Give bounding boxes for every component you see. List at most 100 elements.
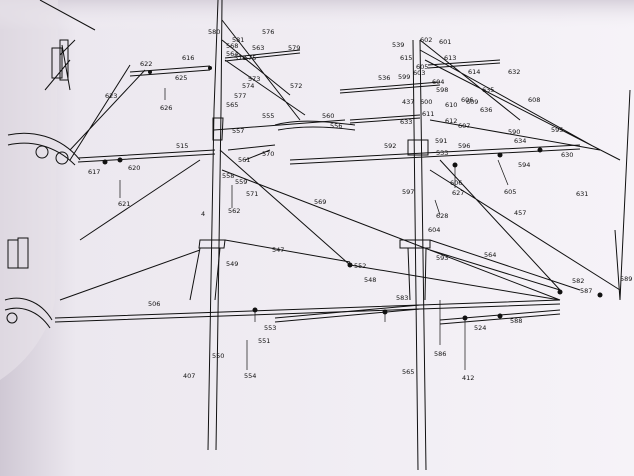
part-label: 559 [235, 178, 247, 186]
part-label: 548 [364, 276, 376, 284]
part-label: 589 [620, 275, 632, 283]
part-label: 606 [461, 96, 473, 104]
part-label: 515 [176, 142, 188, 150]
part-label: 588 [510, 317, 522, 325]
part-label: 607 [458, 122, 470, 130]
part-label: 606 [450, 179, 462, 187]
part-label: 631 [576, 190, 588, 198]
part-label: 564 [226, 50, 238, 58]
part-label: 553 [264, 324, 276, 332]
part-label: 599 [398, 73, 410, 81]
part-label: 549 [226, 260, 238, 268]
part-label: 604 [432, 78, 444, 86]
part-label: 552 [354, 262, 366, 270]
part-label: 600 [420, 98, 432, 106]
part-label: 615 [400, 54, 412, 62]
part-label: 564 [484, 251, 496, 259]
part-label: 4 [201, 210, 205, 218]
part-label: 561 [238, 156, 250, 164]
part-label: 565 [402, 368, 414, 376]
part-label: 571 [246, 190, 258, 198]
part-label: 565 [226, 101, 238, 109]
part-label: 587 [580, 287, 592, 295]
part-label: 597 [402, 188, 414, 196]
part-label: 533 [436, 149, 448, 157]
part-label: 524 [474, 324, 486, 332]
part-label: 593 [436, 254, 448, 262]
part-label: 622 [140, 60, 152, 68]
part-label: 613 [444, 54, 456, 62]
part-label: 575 [244, 54, 256, 62]
part-label: 576 [262, 28, 274, 36]
part-label: 608 [528, 96, 540, 104]
part-label: 591 [435, 137, 447, 145]
part-label: 625 [175, 74, 187, 82]
part-label: 555 [262, 112, 274, 120]
part-label: 568 [226, 42, 238, 50]
part-label: 621 [0, 0, 12, 2]
part-label: 580 [208, 28, 220, 36]
part-label: 601 [439, 38, 451, 46]
part-label: 603 [413, 69, 425, 77]
part-label: 558 [222, 172, 234, 180]
part-label: 628 [436, 212, 448, 220]
part-label: 616 [182, 54, 194, 62]
part-label: 581 [232, 36, 244, 44]
part-label: 539 [392, 41, 404, 49]
part-label: 562 [228, 207, 240, 215]
part-label: 572 [290, 82, 302, 90]
part-label: 623 [105, 92, 117, 100]
part-label: 573 [248, 75, 260, 83]
part-label: 633 [400, 118, 412, 126]
left-page-curl [0, 0, 58, 380]
part-label: 579 [288, 44, 300, 52]
part-label: 582 [572, 277, 584, 285]
part-label: 617 [88, 168, 100, 176]
part-label: 611 [422, 110, 434, 118]
part-label: 609 [466, 98, 478, 106]
part-label: 506 [148, 300, 160, 308]
part-label: 574 [242, 82, 254, 90]
part-label: 550 [212, 352, 224, 360]
part-label: 627 [452, 189, 464, 197]
part-label: 632 [508, 68, 520, 76]
paper-top-shadow [0, 0, 634, 30]
part-label: 583 [396, 294, 408, 302]
part-label: 557 [232, 127, 244, 135]
part-label: 636 [480, 106, 492, 114]
part-label: 536 [378, 74, 390, 82]
part-label: 563 [252, 44, 264, 52]
part-label: 560 [322, 112, 334, 120]
part-label: 570 [262, 150, 274, 158]
leader-lines [119, 88, 509, 370]
part-label: 592 [384, 142, 396, 150]
part-label: 595 [551, 126, 563, 134]
part-label: 577 [234, 92, 246, 100]
part-label: 605 [416, 63, 428, 71]
part-label: 407 [183, 372, 195, 380]
part-label: 578 [234, 54, 246, 62]
part-label: 586 [434, 350, 446, 358]
part-label: 594 [518, 161, 530, 169]
part-label: 634 [514, 137, 526, 145]
part-label: 547 [272, 246, 284, 254]
part-label: 569 [314, 198, 326, 206]
part-label: 635 [482, 86, 494, 94]
part-label: 610 [445, 101, 457, 109]
part-label: 457 [514, 209, 526, 217]
part-label: 412 [462, 374, 474, 382]
part-label: 605 [504, 188, 516, 196]
part-label: 626 [160, 104, 172, 112]
block-markers [102, 66, 603, 321]
part-label: 437 [402, 98, 414, 106]
part-label: 614 [468, 68, 480, 76]
part-label: 604 [428, 226, 440, 234]
part-label: 598 [436, 86, 448, 94]
part-label: 551 [258, 337, 270, 345]
part-label: 590 [508, 128, 520, 136]
part-label: 554 [244, 372, 256, 380]
